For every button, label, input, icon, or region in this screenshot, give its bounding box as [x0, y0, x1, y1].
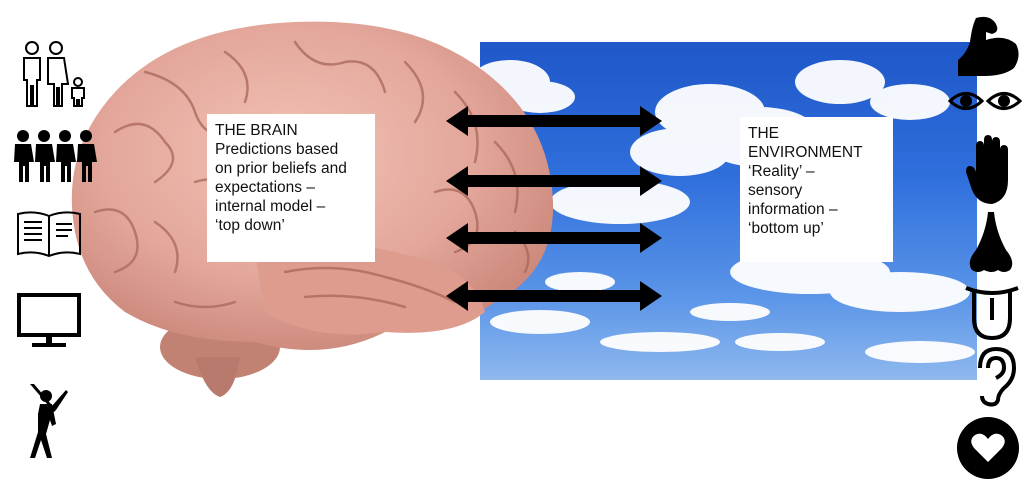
environment-text-box: THE ENVIRONMENT ‘Reality’ – sensory info… — [740, 117, 893, 262]
family-icon — [18, 40, 90, 108]
environment-box-line: ‘bottom up’ — [748, 220, 824, 237]
flexed-arm-icon — [956, 14, 1022, 78]
brain-box-title: THE BRAIN — [215, 122, 298, 139]
brain-box-line: ‘top down’ — [215, 217, 285, 234]
ear-icon — [972, 346, 1018, 408]
brain-box-line: internal model – — [215, 198, 326, 215]
environment-box-title: THE — [748, 125, 779, 142]
brain-box-line: Predictions based — [215, 141, 339, 158]
hand-icon — [966, 134, 1014, 206]
eyes-icon — [948, 86, 1022, 116]
double-arrow — [446, 106, 662, 136]
environment-box-line: sensory — [748, 182, 803, 199]
double-arrow — [446, 166, 662, 196]
group-of-people-icon — [12, 128, 98, 184]
brain-box-line: on prior beliefs and — [215, 160, 347, 177]
environment-box-line: information – — [748, 201, 838, 218]
heart-icon — [956, 416, 1020, 480]
double-arrow — [446, 281, 662, 311]
brain-text-box: THE BRAIN Predictions based on prior bel… — [207, 114, 375, 262]
environment-box-line: ‘Reality’ – — [748, 163, 815, 180]
environment-box-title: ENVIRONMENT — [748, 144, 863, 161]
golfer-icon — [26, 384, 70, 460]
brain-box-line: expectations – — [215, 179, 315, 196]
tongue-icon — [962, 284, 1022, 342]
sky-image — [480, 42, 977, 380]
double-arrow — [446, 223, 662, 253]
open-book-icon — [14, 208, 84, 260]
television-icon — [16, 292, 82, 350]
nose-icon — [966, 212, 1016, 274]
